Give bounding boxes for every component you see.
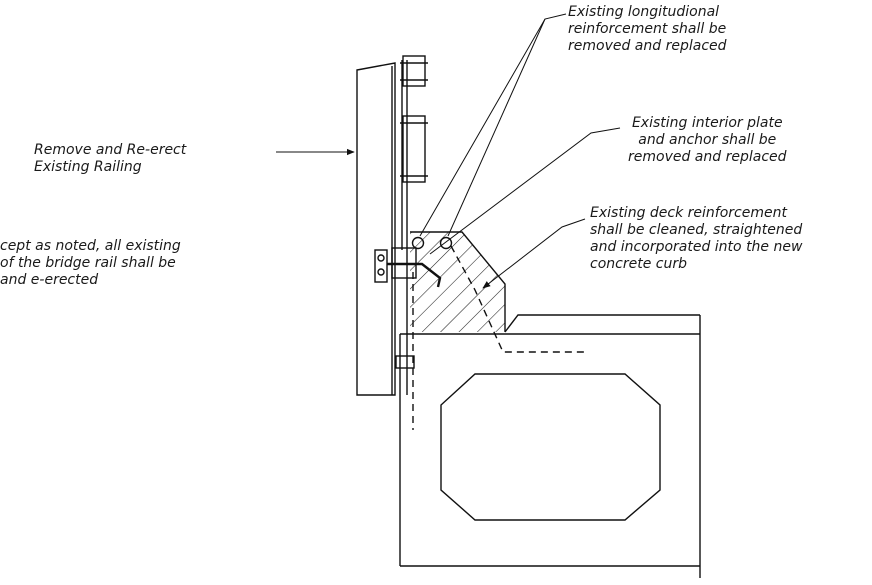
leader-interior-plate <box>429 127 621 255</box>
note-deck-reinforcement: Existing deck reinforcement shall be cle… <box>590 205 803 272</box>
top-rail <box>402 55 426 87</box>
railing-post <box>356 62 396 396</box>
longitudinal-bar-1 <box>411 236 425 250</box>
leader-longitudinal-2 <box>447 18 546 237</box>
curb-step-line <box>504 314 700 333</box>
leader-deck <box>482 218 586 289</box>
octagonal-void <box>440 373 661 521</box>
longitudinal-bar-2 <box>439 236 453 250</box>
middle-rail <box>402 115 426 183</box>
bottom-bolt <box>395 355 415 369</box>
deck-reinforcement-dashed <box>450 245 588 353</box>
leader-longitudinal-1 <box>419 13 567 237</box>
anchor-bolt-hole <box>377 254 385 262</box>
note-general-existing-rail: cept as noted, all existing of the bridg… <box>0 238 181 288</box>
new-concrete-curb-outline <box>410 231 506 332</box>
anchor-plate <box>374 249 388 283</box>
anchor-rod <box>387 262 442 288</box>
note-interior-plate: Existing interior plate and anchor shall… <box>628 115 787 165</box>
note-longitudinal-reinforcement: Existing longitudional reinforcement sha… <box>568 4 727 54</box>
new-concrete-curb-hatch <box>410 232 505 332</box>
note-remove-reerect-railing: Remove and Re-erect Existing Railing <box>34 142 187 175</box>
anchor-bolt-hole-2 <box>377 268 385 276</box>
